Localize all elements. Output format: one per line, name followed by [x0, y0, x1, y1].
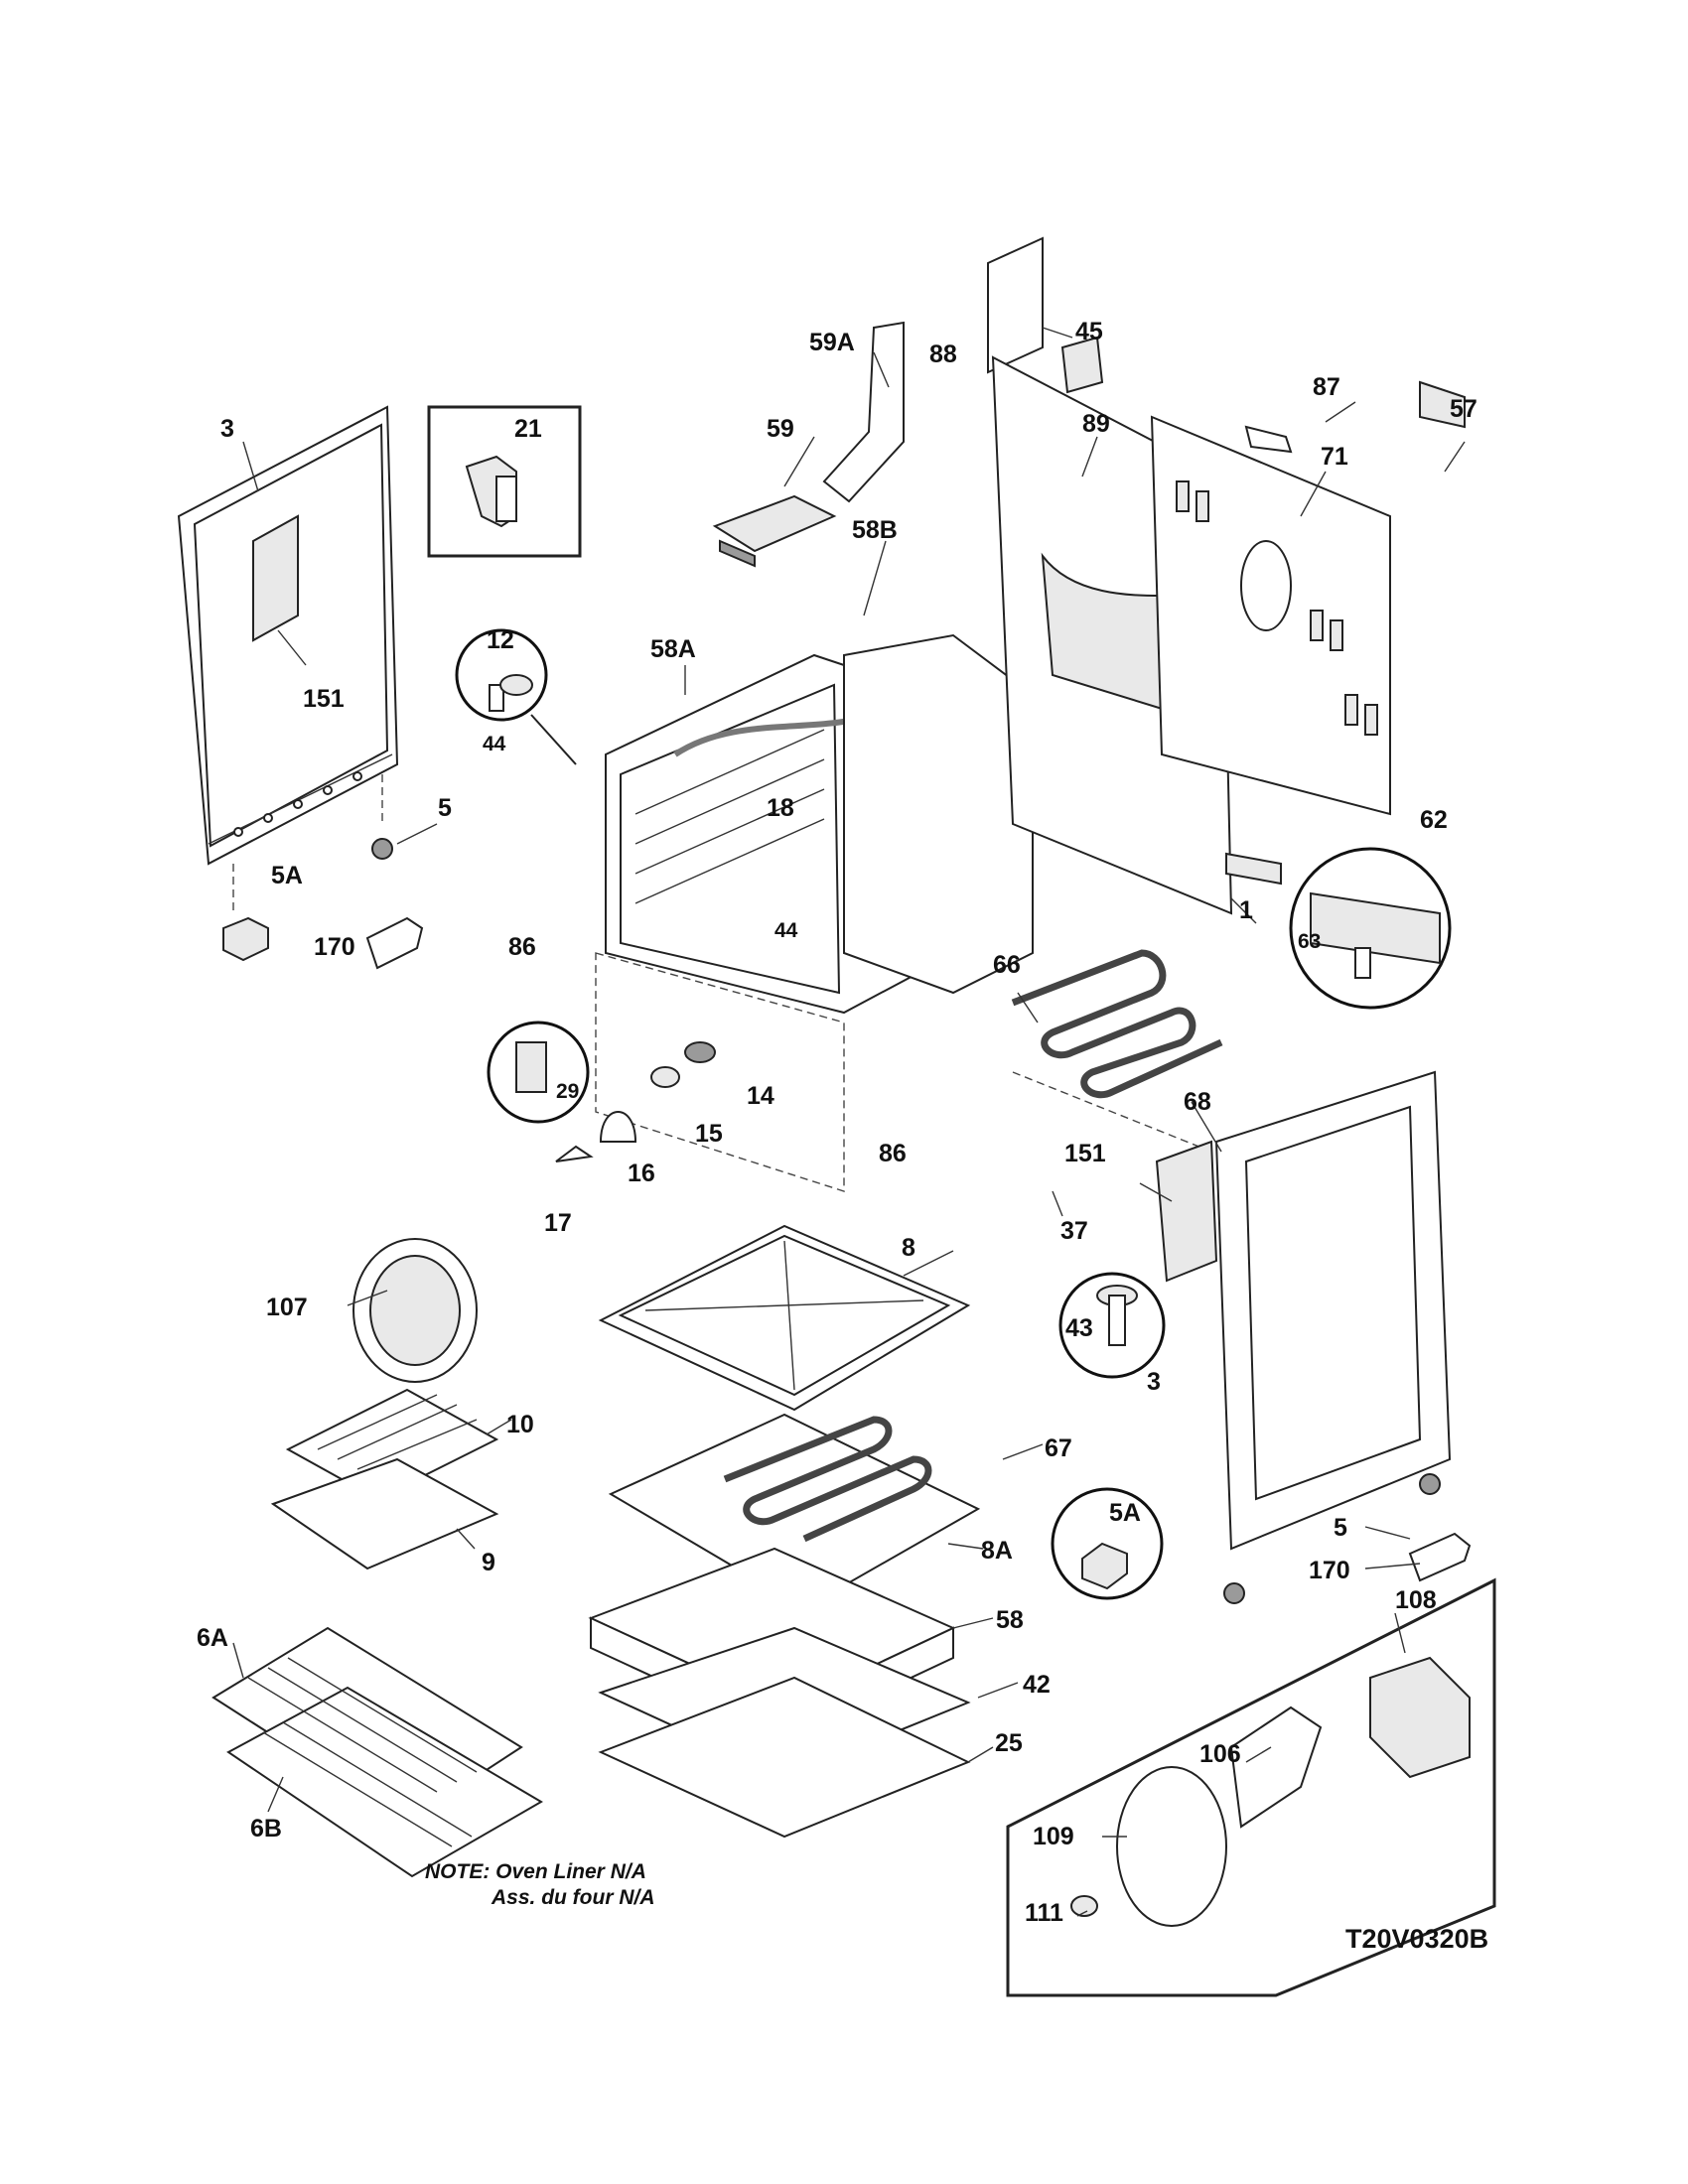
- label-part-86-left: 86: [508, 933, 536, 961]
- label-part-6a: 6A: [197, 1624, 228, 1652]
- label-part-86-right: 86: [879, 1140, 907, 1167]
- label-part-59a: 59A: [809, 329, 855, 356]
- label-part-43: 43: [1065, 1314, 1093, 1342]
- insulation-58b: [843, 633, 1034, 995]
- label-part-170-left: 170: [314, 933, 355, 961]
- label-part-14: 14: [747, 1082, 774, 1110]
- label-part-58b: 58B: [852, 516, 898, 544]
- label-part-12: 12: [487, 626, 514, 654]
- top-components: [712, 236, 1044, 568]
- label-part-107: 107: [266, 1294, 308, 1321]
- side-panel-right: [1155, 1070, 1452, 1551]
- label-part-5-left: 5: [438, 794, 452, 822]
- label-part-58a: 58A: [650, 635, 696, 663]
- callout-5a-right: [1051, 1473, 1472, 1604]
- label-part-111: 111: [1025, 1899, 1063, 1927]
- oven-lamp: [555, 1041, 716, 1162]
- label-part-21: 21: [514, 415, 542, 443]
- bottom-panels: [588, 1547, 971, 1839]
- label-part-10: 10: [506, 1411, 534, 1438]
- label-part-109: 109: [1033, 1823, 1074, 1850]
- part-labels: 3 21 151 5 5A 170 12 44 58A 59 59A 45 58…: [197, 318, 1477, 1927]
- label-part-87: 87: [1313, 373, 1340, 401]
- label-part-17: 17: [544, 1209, 572, 1237]
- oven-bottom-8: [598, 1224, 971, 1412]
- label-part-67: 67: [1045, 1434, 1072, 1462]
- label-part-170-right: 170: [1309, 1557, 1350, 1584]
- callout-29: [487, 1021, 590, 1124]
- label-part-106: 106: [1199, 1740, 1241, 1768]
- label-part-57: 57: [1450, 395, 1477, 423]
- label-part-5-right: 5: [1334, 1514, 1347, 1542]
- label-part-1: 1: [1239, 896, 1253, 924]
- callout-43: [1058, 1272, 1166, 1379]
- label-part-18: 18: [767, 794, 794, 822]
- label-part-15: 15: [695, 1120, 723, 1148]
- label-part-6b: 6B: [250, 1815, 282, 1843]
- label-part-151-left: 151: [303, 685, 345, 713]
- label-part-108: 108: [1395, 1586, 1437, 1614]
- leader-lines: [232, 327, 1466, 1917]
- label-part-29: 29: [556, 1080, 579, 1103]
- label-part-9: 9: [482, 1549, 495, 1576]
- drawing-code: T20V0320B: [1345, 1924, 1488, 1954]
- label-part-62: 62: [1420, 806, 1448, 834]
- callout-62: [1225, 847, 1452, 1010]
- label-part-8: 8: [902, 1234, 915, 1262]
- hinge-left: [222, 838, 424, 970]
- rear-cover-71: [1150, 380, 1466, 816]
- label-part-3-left: 3: [220, 415, 234, 443]
- note-line-2: Ass. du four N/A: [491, 1886, 655, 1909]
- label-part-3-right: 3: [1147, 1368, 1161, 1396]
- label-part-68: 68: [1184, 1088, 1211, 1116]
- callout-12: [455, 628, 577, 765]
- label-part-63: 63: [1298, 930, 1321, 953]
- label-part-59: 59: [767, 415, 794, 443]
- label-part-8a: 8A: [981, 1537, 1013, 1565]
- label-part-71: 71: [1321, 443, 1348, 471]
- label-part-44-left: 44: [483, 733, 506, 755]
- label-part-88: 88: [929, 341, 957, 368]
- label-part-16: 16: [628, 1160, 655, 1187]
- label-part-42: 42: [1023, 1671, 1051, 1699]
- label-part-5a-left: 5A: [271, 862, 303, 889]
- label-part-58: 58: [996, 1606, 1024, 1634]
- label-part-5a-right: 5A: [1109, 1499, 1141, 1527]
- bake-element: [1011, 949, 1223, 1153]
- label-part-37: 37: [1060, 1217, 1088, 1245]
- convection-fan-box: [1006, 1577, 1496, 1997]
- side-panel-left: [177, 405, 399, 913]
- label-part-25: 25: [995, 1729, 1023, 1757]
- part-21-inset: [427, 405, 582, 558]
- label-part-45: 45: [1075, 318, 1103, 345]
- label-part-66: 66: [993, 951, 1021, 979]
- fan-cover-107: [352, 1238, 478, 1383]
- note-line-1: NOTE: Oven Liner N/A: [425, 1860, 646, 1883]
- label-part-44-center: 44: [774, 919, 798, 942]
- oven-racks: [211, 1626, 543, 1878]
- broiler-pan: [270, 1388, 499, 1570]
- label-part-89: 89: [1082, 410, 1110, 438]
- label-part-151-right: 151: [1064, 1140, 1106, 1167]
